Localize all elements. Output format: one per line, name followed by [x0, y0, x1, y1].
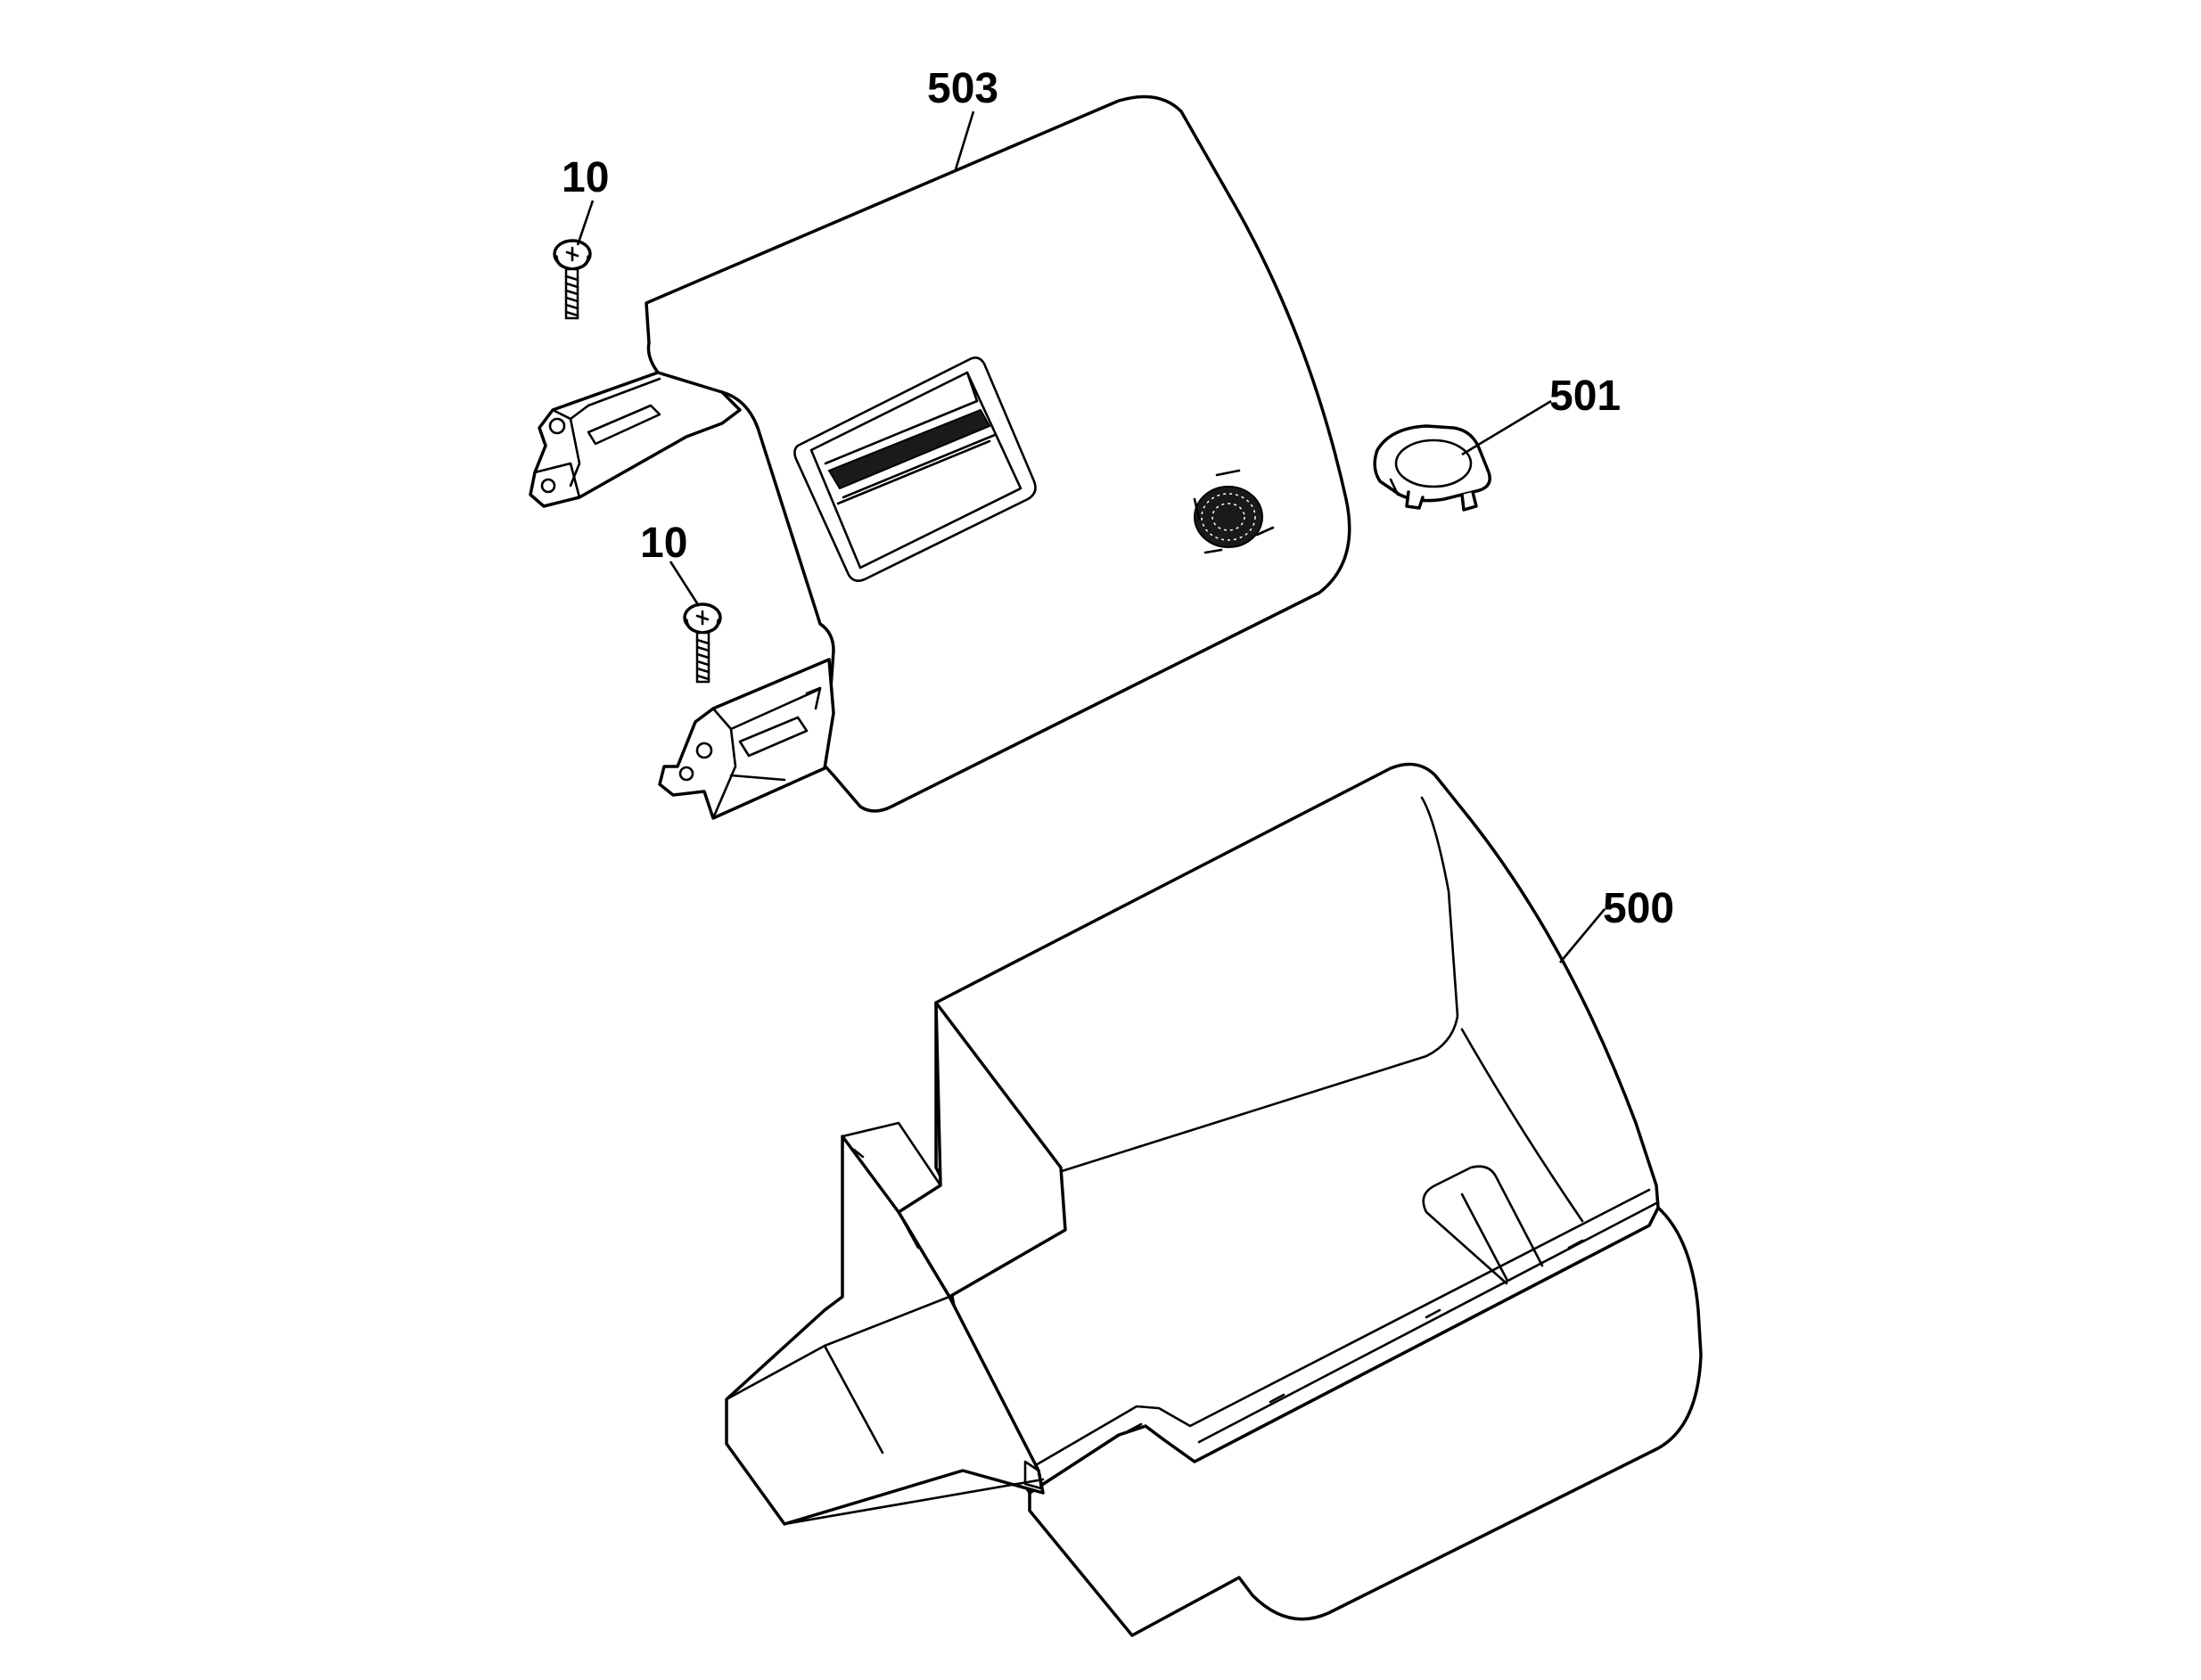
callout-labels: 503 10 10 501 500	[562, 65, 1674, 932]
callout-10-lower: 10	[640, 520, 687, 567]
leader-lines	[576, 111, 1606, 963]
cover-upper-hinge	[529, 371, 742, 508]
cover-window	[793, 356, 1037, 582]
screw-lower	[683, 602, 722, 684]
callout-500: 500	[1603, 885, 1674, 932]
screw-upper	[553, 239, 592, 320]
part-500-housing	[725, 762, 1703, 1637]
callout-10-upper: 10	[562, 154, 609, 201]
callout-503: 503	[927, 65, 998, 112]
callout-501: 501	[1549, 373, 1621, 420]
cover-speaker-grille	[1193, 469, 1275, 554]
part-503-top-cover	[529, 94, 1351, 820]
cover-lower-hinge	[658, 658, 835, 820]
part-501-cap	[1373, 424, 1491, 512]
